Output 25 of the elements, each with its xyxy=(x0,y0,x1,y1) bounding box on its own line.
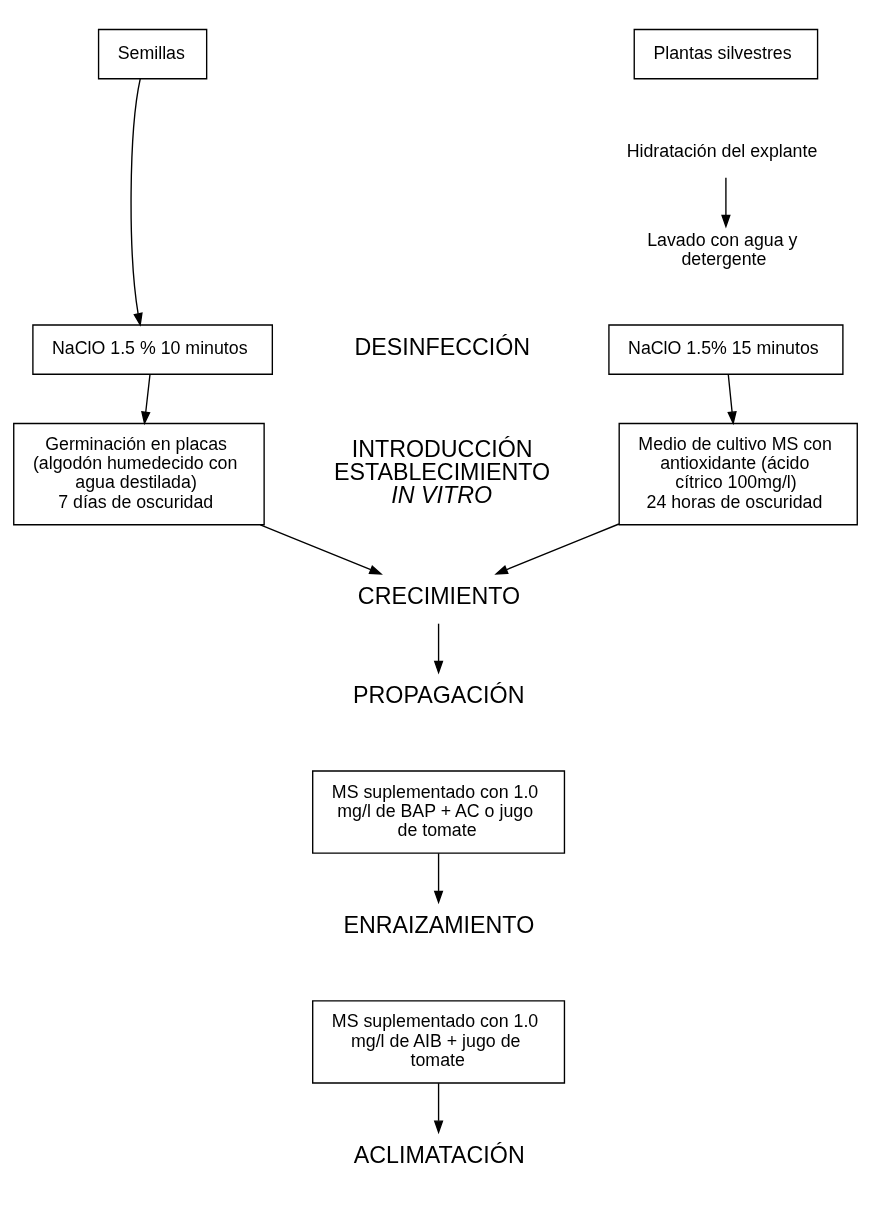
arrow xyxy=(259,523,383,575)
node-text: ENRAIZAMIENTO xyxy=(343,911,535,938)
node-text: Lavado con agua y detergente xyxy=(647,229,798,269)
arrow xyxy=(433,622,444,674)
arrow xyxy=(494,522,620,575)
node-text: PROPAGACIÓN xyxy=(353,681,525,708)
label: INTRODUCCIÓN ESTABLECIMIENTO IN VITRO xyxy=(333,435,551,508)
node-box: Plantas silvestres xyxy=(633,28,819,79)
arrow xyxy=(130,77,143,327)
node-text: Hidratación del explante xyxy=(626,140,818,161)
arrow xyxy=(727,373,737,425)
label: DESINFECCIÓN xyxy=(354,333,531,360)
node-box: Medio de cultivo MS con antioxidante (ácido cítrico 100mg/l) 24 horas de oscuridad xyxy=(618,422,858,525)
node-box: NaClO 1.5% 15 minutos xyxy=(608,323,844,375)
arrow xyxy=(141,373,151,425)
node-box: NaClO 1.5 % 10 minutos xyxy=(32,323,274,375)
arrow xyxy=(433,1082,444,1134)
node-text: ACLIMATACIÓN xyxy=(353,1141,525,1168)
node-box: Germinación en placas (algodón humedecido con agua destilada) 7 días de oscuridad xyxy=(13,422,265,525)
node-text: CRECIMIENTO xyxy=(357,582,521,609)
arrow xyxy=(433,852,444,904)
node-box: MS suplementado con 1.0 mg/l de BAP + AC o jugo de tomate xyxy=(312,769,566,854)
node-box: MS suplementado con 1.0 mg/l de AIB + jugo de tomate xyxy=(312,999,566,1084)
arrow xyxy=(721,176,731,228)
node-box: Semillas xyxy=(97,28,208,79)
